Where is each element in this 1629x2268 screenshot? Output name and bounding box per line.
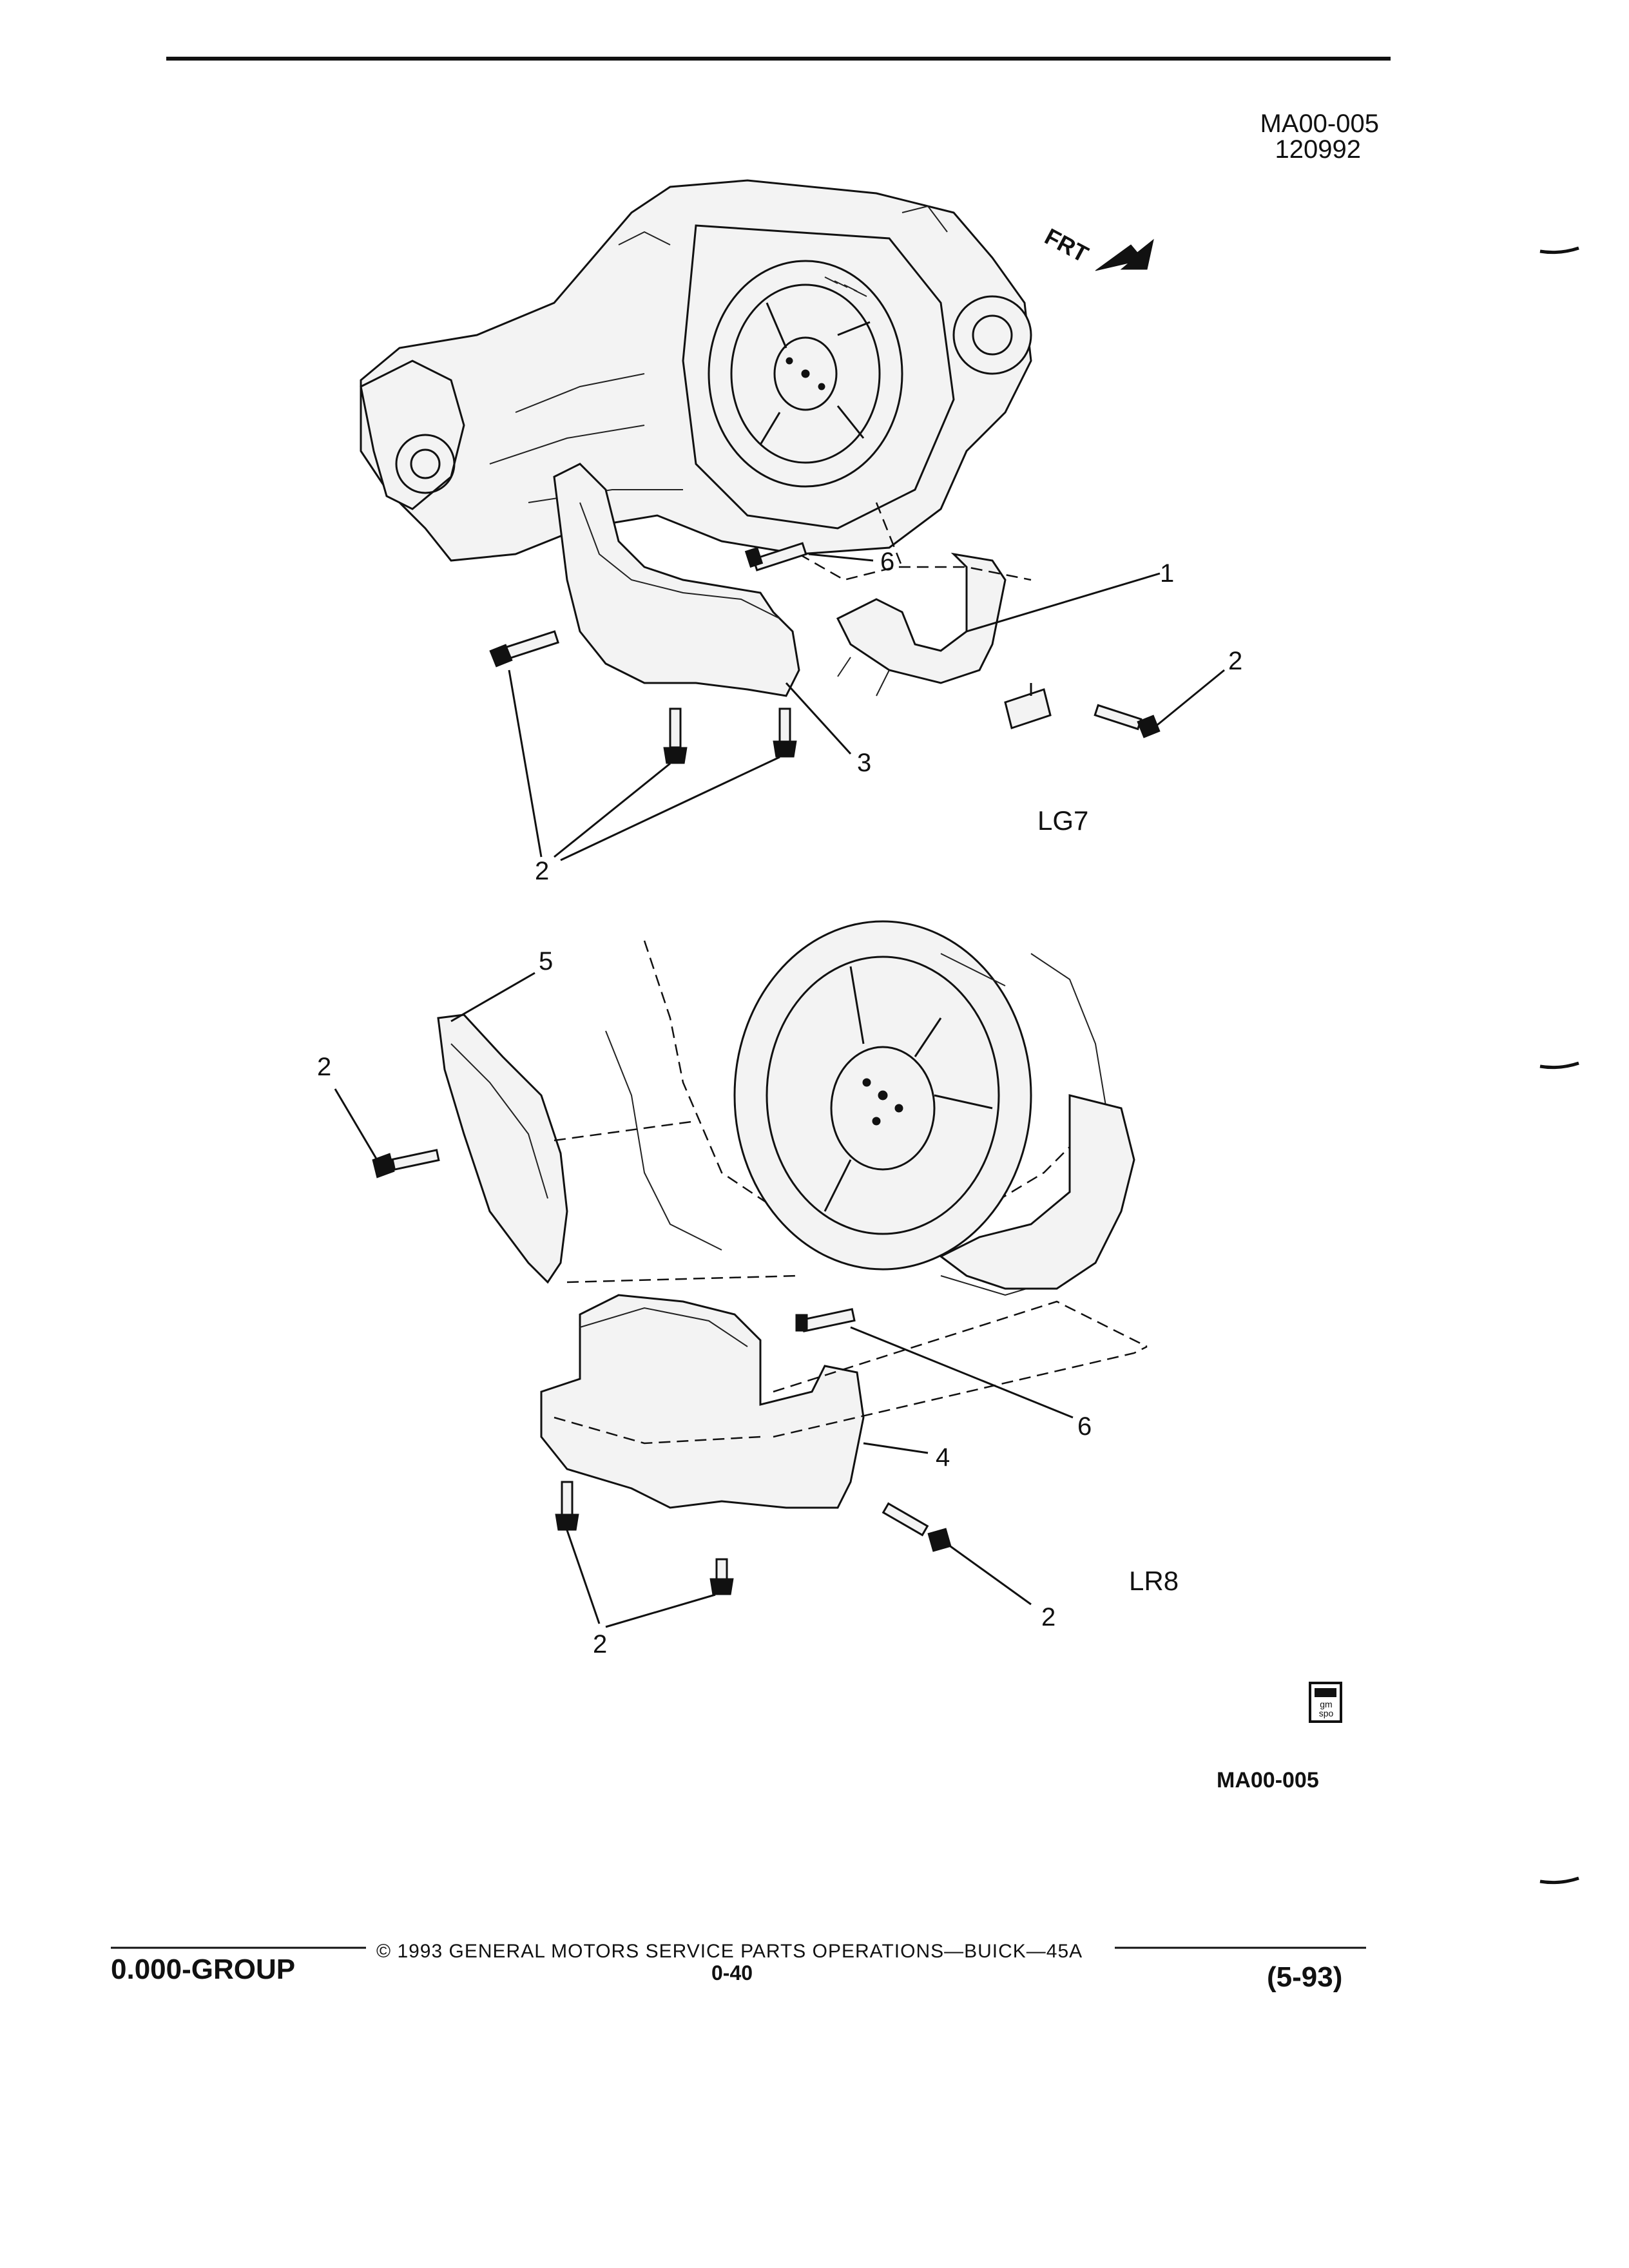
callout-lower-2-right: 2 — [1041, 1603, 1056, 1631]
callout-upper-3: 3 — [857, 749, 872, 777]
date-code: 120992 — [1275, 135, 1361, 164]
footer-copyright: © 1993 GENERAL MOTORS SERVICE PARTS OPER… — [376, 1941, 1083, 1962]
shield-5 — [437, 1014, 568, 1284]
bracket-1 — [836, 552, 1007, 684]
callout-lower-2-left: 2 — [317, 1053, 332, 1081]
bolt-upper-6 — [744, 542, 807, 572]
callout-lower-5: 5 — [539, 947, 554, 975]
callout-upper-6: 6 — [880, 548, 895, 576]
bolt-lower-bottom-b — [709, 1558, 734, 1595]
engine-label-lg7: LG7 — [1037, 805, 1089, 836]
callout-lower-2-bottom: 2 — [593, 1630, 608, 1658]
callout-lower-4: 4 — [936, 1443, 950, 1472]
callout-upper-2-right: 2 — [1228, 647, 1243, 675]
top-rule — [166, 57, 1391, 61]
transaxle-assembly-upper — [360, 179, 1032, 562]
footer-group: 0.000-GROUP — [111, 1954, 296, 1985]
transaxle-assembly-lower — [605, 920, 1135, 1296]
shield-3 — [553, 463, 800, 697]
bolt-upper-bottom-b — [773, 707, 797, 758]
callout-upper-1: 1 — [1160, 559, 1175, 588]
callout-lower-6: 6 — [1077, 1412, 1092, 1441]
bolt-lower-right — [882, 1502, 952, 1552]
gm-spo-logo — [1309, 1682, 1342, 1723]
figure-ref: MA00-005 — [1217, 1768, 1319, 1792]
bolt-upper-bottom-a — [663, 707, 688, 764]
engine-label-lr8: LR8 — [1129, 1566, 1179, 1596]
bolt-upper-right — [1094, 704, 1161, 738]
front-arrow-icon — [1095, 238, 1154, 271]
bolt-lower-bottom-a — [555, 1481, 579, 1531]
bolt-lower-left — [372, 1149, 440, 1178]
footer-revision: (5-93) — [1267, 1961, 1343, 1993]
cover-4 — [540, 1294, 865, 1509]
bolt-upper-left — [489, 630, 560, 668]
footer-page: 0-40 — [711, 1961, 753, 1984]
figure-code: MA00-005 — [1260, 110, 1379, 138]
callout-upper-2-bottom: 2 — [535, 857, 550, 885]
bolt-lower-6 — [795, 1308, 856, 1332]
